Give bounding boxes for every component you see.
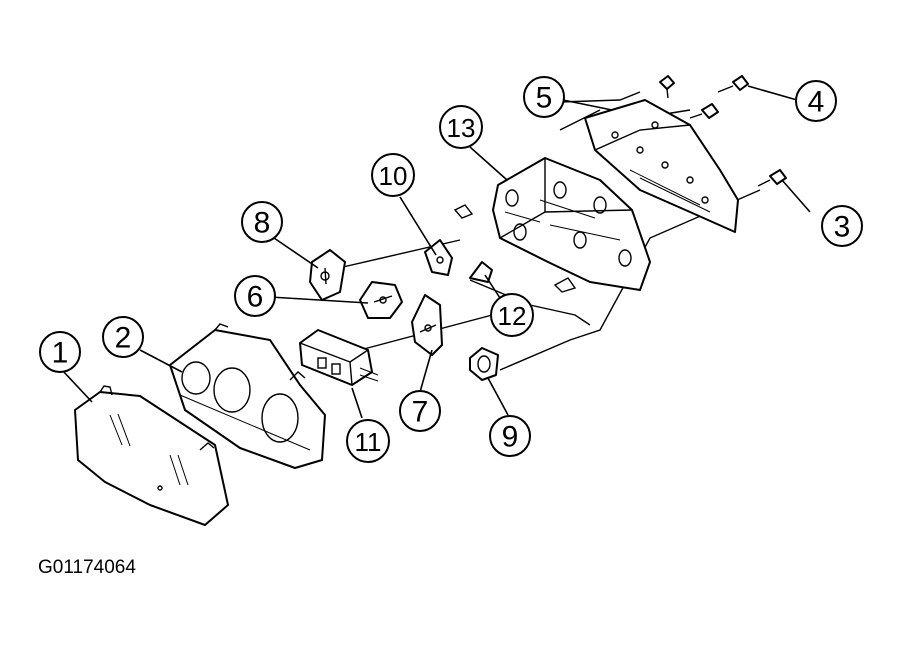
callout-3: 3 — [821, 205, 863, 247]
callout-10-label: 10 — [379, 161, 408, 191]
part-2-bezel — [169, 323, 326, 469]
part-4-screws — [659, 75, 749, 119]
callout-5: 5 — [523, 76, 565, 118]
part-9-bulb-socket — [469, 347, 499, 381]
callout-6-label: 6 — [247, 281, 264, 314]
callout-4-label: 4 — [808, 86, 825, 119]
callout-6: 6 — [234, 275, 276, 317]
part-12-clip — [469, 261, 493, 283]
leader-lines — [61, 85, 811, 419]
callout-13: 13 — [439, 105, 483, 149]
part-7-gauge — [411, 294, 443, 356]
callout-4: 4 — [795, 80, 837, 122]
callout-5-label: 5 — [536, 82, 553, 115]
callout-1-label: 1 — [52, 337, 69, 370]
callout-2: 2 — [102, 316, 144, 358]
callout-11-label: 11 — [355, 427, 382, 457]
part-1-lens — [74, 385, 229, 526]
callout-8-label: 8 — [254, 207, 271, 240]
callout-3-label: 3 — [834, 211, 851, 244]
part-5-circuit-board — [584, 99, 739, 233]
part-8-gauge — [309, 249, 346, 301]
callout-2-label: 2 — [115, 322, 132, 355]
callout-11: 11 — [346, 419, 390, 463]
callout-9-label: 9 — [502, 421, 519, 454]
figure-code: G01174064 — [38, 557, 136, 578]
callout-7-label: 7 — [412, 396, 429, 429]
callout-8: 8 — [241, 201, 283, 243]
callout-1: 1 — [39, 331, 81, 373]
part-13-housing — [453, 157, 651, 293]
callout-9: 9 — [489, 415, 531, 457]
callout-13-label: 13 — [447, 113, 476, 143]
part-3-screw — [757, 169, 787, 187]
callout-12-label: 12 — [498, 301, 527, 331]
part-6-gauge — [359, 281, 403, 319]
callout-10: 10 — [371, 153, 415, 197]
callout-7: 7 — [399, 390, 441, 432]
callout-12: 12 — [490, 293, 534, 337]
part-11-display-module — [299, 329, 379, 386]
